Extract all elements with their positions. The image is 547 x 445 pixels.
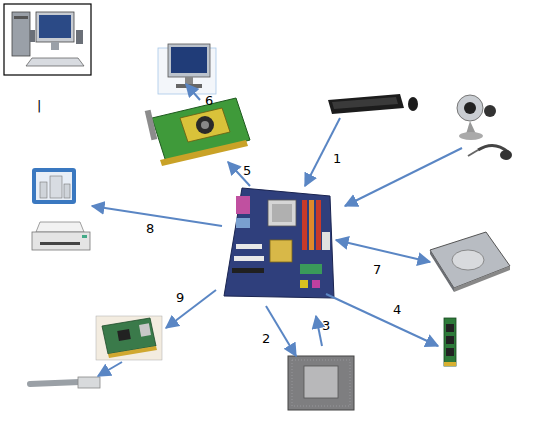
callout-number: | (37, 98, 41, 113)
headset-image (468, 145, 512, 160)
arrow (166, 290, 216, 328)
motherboard-image (224, 188, 334, 298)
callout-number: 1 (333, 151, 341, 166)
keyboard-image (328, 94, 418, 114)
arrow (266, 306, 296, 356)
speakers-image (32, 168, 76, 204)
ram-module-image (444, 318, 456, 366)
arrow (326, 294, 438, 346)
callout-number: 2 (262, 331, 270, 346)
callout-number: 8 (146, 221, 154, 236)
arrows (92, 84, 462, 376)
callout-number: 7 (373, 262, 381, 277)
hard-disk-image (430, 232, 510, 292)
callout-number: 9 (176, 290, 184, 305)
callout-number: 3 (322, 318, 330, 333)
webcam-image (457, 95, 496, 140)
network-card-image (96, 316, 162, 360)
arrow (92, 206, 222, 226)
network-cable-image (30, 377, 100, 388)
callout-number: 4 (393, 302, 401, 317)
printer-image (32, 222, 90, 250)
arrow (98, 362, 122, 376)
pc-icon (4, 4, 91, 75)
cpu-image (288, 356, 354, 410)
arrow (345, 148, 462, 206)
graphics-card-image (145, 98, 250, 166)
arrow (186, 84, 200, 100)
callout-number: 6 (205, 93, 213, 108)
arrow (316, 316, 322, 346)
callout-number: 5 (243, 163, 251, 178)
arrow (336, 240, 430, 262)
